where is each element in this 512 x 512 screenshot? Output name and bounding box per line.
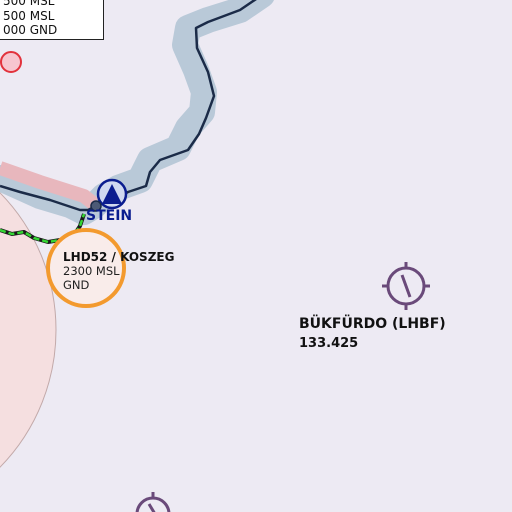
border-band [0,161,99,210]
airport-frequency-label: 133.425 [299,336,359,351]
zone-upper-limit: 2300 MSL [63,264,120,278]
airport-icon-partial[interactable] [135,492,171,512]
mountain-peak-icon[interactable] [90,178,128,212]
airspace-info-box[interactable]: 500 MSL 500 MSL 000 GND [0,0,104,40]
airport-icon[interactable] [382,262,430,310]
airspace-circle [0,192,57,468]
red-waypoint-icon[interactable] [0,51,22,73]
restricted-zone-circle [46,228,126,308]
zone-lower-limit: GND [63,278,90,292]
airspace-line-3: 000 GND [3,23,58,37]
airspace-line-2: 500 MSL [3,8,55,23]
airport-name-label: BÜKFÜRDO (LHBF) [299,316,446,332]
zone-name-label: LHD52 / KOSZEG [63,250,175,264]
country-border [0,0,257,212]
airspace-line-1: 500 MSL [3,0,55,8]
town-label-stein: STEIN [86,208,133,224]
border-halo [0,0,274,225]
